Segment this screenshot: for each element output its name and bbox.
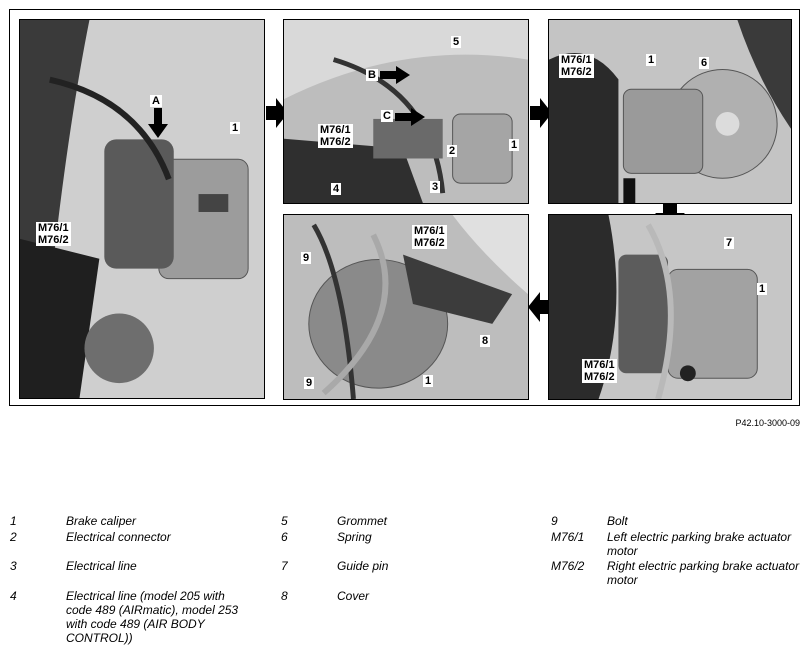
callout-M76-1: M76/1 [582,359,617,371]
callout-3: 3 [430,181,441,193]
legend-text-2: Electrical connector [66,530,171,544]
legend-key-1: 1 [10,514,17,528]
callout-8: 8 [480,335,491,347]
callout-M76-2: M76/2 [559,66,594,78]
legend-key-5: 5 [281,514,288,528]
callout-M76-2: M76/2 [582,371,617,383]
photo-panel-1: A 1 M76/1 M76/2 [19,19,265,399]
arrow-right-icon [266,98,288,128]
legend-key-7: 7 [281,559,288,573]
callout-M76-2: M76/2 [412,237,447,249]
legend-text-7: Guide pin [337,559,389,573]
legend-text-M76-1: Left electric parking brake actuator mot… [607,530,792,558]
legend-key-M76-2: M76/2 [551,559,585,573]
callout-1: 1 [757,283,768,295]
photo-3-illustration [549,20,791,203]
legend-text-5: Grommet [337,514,388,528]
legend-key-6: 6 [281,530,288,544]
callout-4: 4 [331,183,342,195]
photo-panel-2: 5 B C M76/1 M76/2 2 1 4 3 [283,19,529,204]
legend-text-9: Bolt [607,514,628,528]
callout-M76-1: M76/1 [36,222,71,234]
callout-1: 1 [423,375,434,387]
legend-key-4: 4 [10,589,17,603]
callout-9: 9 [304,377,315,389]
callout-2: 2 [447,145,458,157]
callout-M76-2: M76/2 [36,234,71,246]
callout-C: C [381,110,393,122]
figure-code: P42.10-3000-09 [735,418,800,428]
arrow-down-icon [148,108,168,138]
legend-text-1: Brake caliper [66,514,137,528]
legend-text-4: Electrical line (model 205 with code 489… [66,589,239,645]
callout-6: 6 [699,57,710,69]
legend-key-M76-1: M76/1 [551,530,585,544]
callout-A: A [150,95,162,107]
arrow-right-icon [530,98,552,128]
callout-M76-2: M76/2 [318,136,353,148]
arrow-left-icon [528,292,550,322]
legend-text-6: Spring [337,530,372,544]
photo-panel-5: 7 1 M76/1 M76/2 [548,214,792,400]
legend-key-8: 8 [281,589,288,603]
callout-9: 9 [301,252,312,264]
callout-B: B [366,69,378,81]
callout-M76-1: M76/1 [559,54,594,66]
photo-1-illustration [20,20,264,398]
callout-1: 1 [646,54,657,66]
callout-M76-1: M76/1 [412,225,447,237]
callout-M76-1: M76/1 [318,124,353,136]
photo-4-illustration [284,215,528,399]
legend-text-8: Cover [337,589,370,603]
legend-key-3: 3 [10,559,17,573]
photo-panel-3: M76/1 M76/2 1 6 [548,19,792,204]
photo-panel-4: M76/1 M76/2 9 8 9 1 [283,214,529,400]
callout-5: 5 [451,36,462,48]
arrow-right-icon [380,66,410,84]
legend-key-2: 2 [10,530,17,544]
arrow-right-icon [395,108,425,126]
legend-text-M76-2: Right electric parking brake actuator mo… [607,559,800,587]
legend-text-3: Electrical line [66,559,137,573]
legend-key-9: 9 [551,514,558,528]
photo-2-illustration [284,20,528,203]
callout-7: 7 [724,237,735,249]
callout-1: 1 [509,139,520,151]
callout-1: 1 [230,122,241,134]
